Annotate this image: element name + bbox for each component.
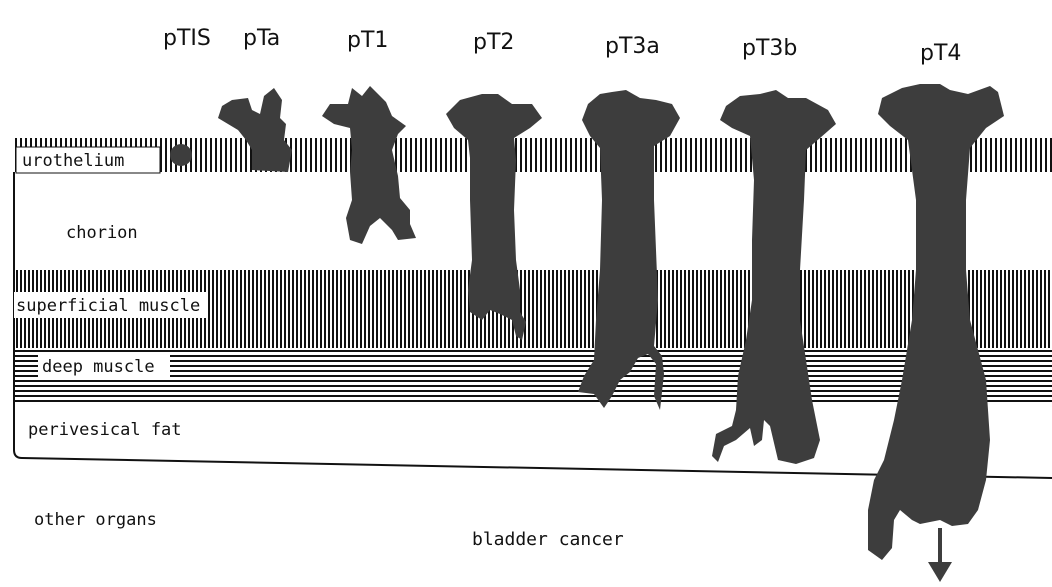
urothelium-band (12, 138, 1052, 172)
stage-label-pt3b: pT3b (742, 36, 797, 61)
perivesical-fat-label: perivesical fat (28, 420, 182, 440)
stage-label-ptis: pTIS (163, 26, 211, 51)
chorion-band (14, 172, 1052, 270)
stage-label-pt1: pT1 (347, 28, 388, 53)
chorion-label: chorion (66, 223, 138, 243)
stage-label-pt3a: pT3a (605, 34, 660, 59)
invasion-arrow-icon (928, 528, 952, 582)
caption: bladder cancer (472, 529, 624, 550)
superficial-muscle-label: superficial muscle (16, 296, 200, 316)
deep-muscle-label: deep muscle (42, 357, 155, 377)
stage-label-pta: pTa (243, 26, 280, 51)
other-organs-label: other organs (34, 510, 157, 530)
stage-label-pt4: pT4 (920, 41, 961, 66)
tumor-ptis (170, 144, 192, 166)
urothelium-label: urothelium (22, 151, 124, 171)
stage-label-pt2: pT2 (473, 30, 514, 55)
